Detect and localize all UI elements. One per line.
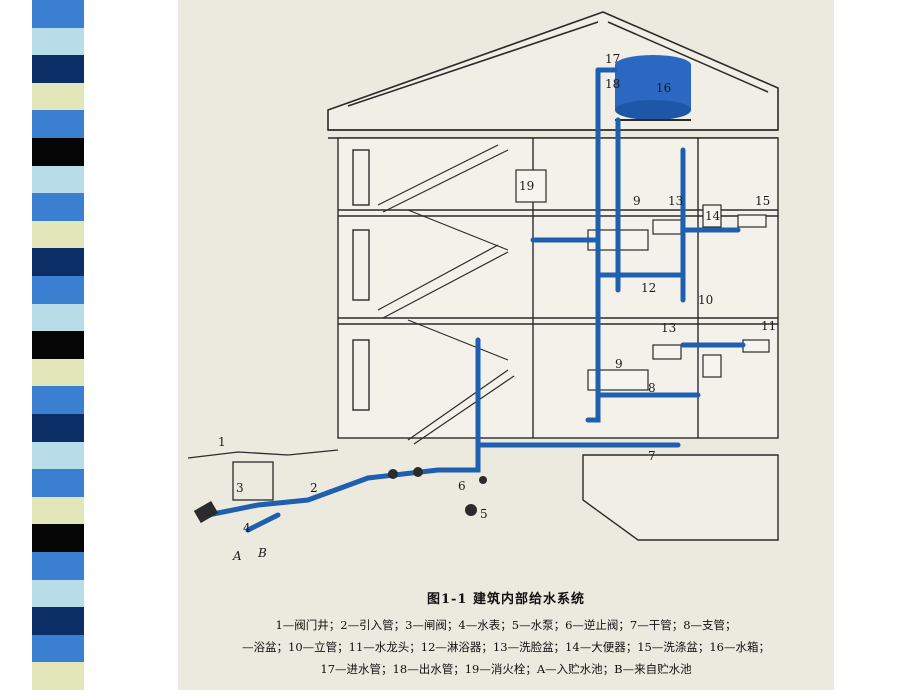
callout-14: 14	[705, 209, 721, 223]
callout-5: 5	[480, 507, 488, 521]
callout-13b: 13	[661, 321, 676, 335]
water-pipes	[205, 67, 746, 533]
stripe-block	[32, 524, 84, 553]
stripe-block	[32, 193, 84, 222]
legend-line-1: 1—阀门井；2—引入管；3—闸阀；4—水表；5—水泵；6—逆止阀；7—干管；8—…	[275, 618, 737, 632]
callout-19: 19	[519, 179, 534, 193]
callout-11: 11	[761, 319, 776, 333]
legend-line-2: —浴盆；10—立管；11—水龙头；12—淋浴器；13—洗脸盆；14—大便器；15…	[242, 640, 770, 654]
stripe-block	[32, 469, 84, 498]
stripe-block	[32, 634, 84, 663]
callout-2: 2	[310, 481, 318, 495]
figure-title: 图1-1 建筑内部给水系统	[426, 592, 585, 607]
storage-pool	[582, 454, 779, 541]
stripe-block	[32, 27, 84, 56]
stripe-block	[32, 414, 84, 443]
callout-18: 18	[605, 77, 620, 91]
stripe-block	[32, 110, 84, 139]
callout-10: 10	[698, 293, 713, 307]
decorative-stripe	[0, 0, 105, 690]
figure-legend: 1—阀门井；2—引入管；3—闸阀；4—水表；5—水泵；6—逆止阀；7—干管；8—…	[178, 614, 834, 680]
stripe-block	[32, 248, 84, 277]
water-supply-diagram: 1 2 3 4 5 6 7 8 9 9 10 11 12 13 13 14 15…	[187, 11, 779, 563]
callout-labels: 1 2 3 4 5 6 7 8 9 9 10 11 12 13 13 14 15…	[218, 52, 776, 563]
stripe-block	[32, 579, 84, 608]
callout-16: 16	[656, 81, 671, 95]
stripe-block	[32, 662, 84, 690]
ground-line	[187, 449, 339, 501]
callout-8: 8	[648, 381, 656, 395]
callout-A: A	[232, 549, 242, 563]
water-tank	[615, 55, 691, 121]
callout-13a: 13	[668, 194, 683, 208]
stripe-block	[32, 165, 84, 194]
callout-15: 15	[755, 194, 770, 208]
stripe-block	[32, 496, 84, 525]
stripe-block	[32, 82, 84, 111]
callout-B: B	[257, 546, 267, 560]
stripe-block	[32, 358, 84, 387]
callout-1: 1	[218, 435, 226, 449]
callout-7: 7	[648, 449, 656, 463]
stripe-block	[32, 386, 84, 415]
callout-9a: 9	[633, 194, 641, 208]
callout-3: 3	[236, 481, 244, 495]
stripe-block	[32, 276, 84, 305]
callout-17: 17	[605, 52, 620, 66]
stripe-block	[32, 0, 84, 29]
callout-12: 12	[641, 281, 656, 295]
figure-caption: 图1-1 建筑内部给水系统 1—阀门井；2—引入管；3—闸阀；4—水表；5—水泵…	[178, 588, 834, 680]
stripe-block	[32, 607, 84, 636]
stripe-block	[32, 138, 84, 167]
stripe-block	[32, 303, 84, 332]
building-section	[337, 137, 779, 439]
stripe-block	[32, 552, 84, 581]
stripe-block	[32, 220, 84, 249]
diagram-scan: 1 2 3 4 5 6 7 8 9 9 10 11 12 13 13 14 15…	[178, 0, 834, 690]
stripe-block	[32, 441, 84, 470]
building-roof	[327, 11, 779, 139]
callout-6: 6	[458, 479, 466, 493]
valves	[193, 467, 487, 524]
stripe-block	[32, 331, 84, 360]
callout-4: 4	[243, 521, 251, 535]
staircase	[377, 144, 515, 445]
stripe-block	[32, 55, 84, 84]
callout-9b: 9	[615, 357, 623, 371]
legend-line-3: 17—进水管；18—出水管；19—消火栓；A—入贮水池；B—来自贮水池	[320, 662, 692, 676]
